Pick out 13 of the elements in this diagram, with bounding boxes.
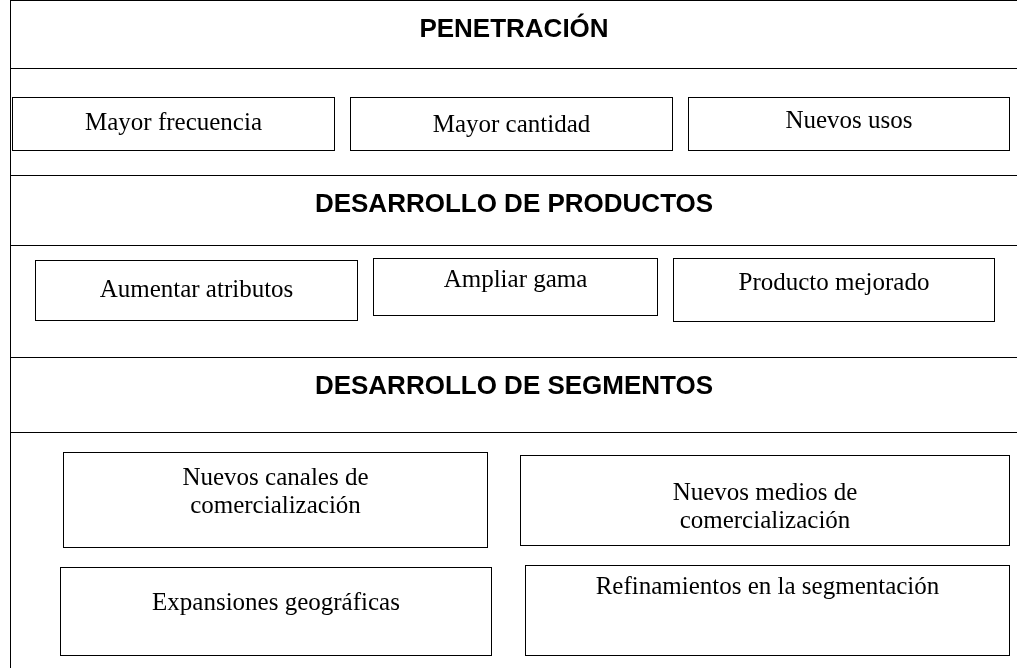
section-heading: PENETRACIÓN xyxy=(419,12,609,44)
strategy-box: Expansiones geográficas xyxy=(60,567,492,656)
strategy-box: Nuevos canales de comercialización xyxy=(63,452,488,548)
strategy-box: Producto mejorado xyxy=(673,258,995,322)
strategy-box: Aumentar atributos xyxy=(35,260,358,321)
strategy-box: Ampliar gama xyxy=(373,258,658,316)
strategy-box: Nuevos medios de comercialización xyxy=(520,455,1010,546)
section-heading: DESARROLLO DE SEGMENTOS xyxy=(314,369,714,401)
strategy-box: Mayor cantidad xyxy=(350,97,673,151)
section-heading: DESARROLLO DE PRODUCTOS xyxy=(314,187,714,219)
strategy-box: Nuevos usos xyxy=(688,97,1010,151)
strategy-box: Refinamientos en la segmentación xyxy=(525,565,1010,656)
strategy-box: Mayor frecuencia xyxy=(12,97,335,151)
